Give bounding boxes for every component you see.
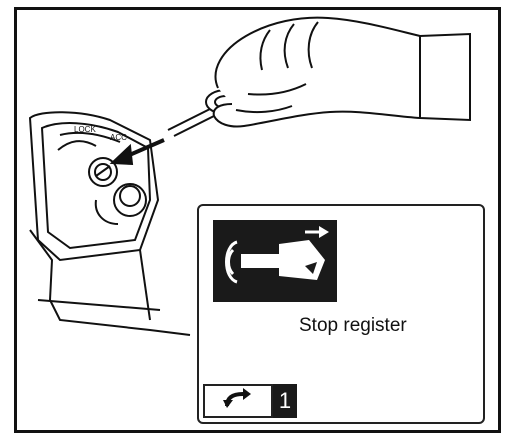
step-number: 1	[273, 384, 297, 418]
key-insert-arrow-icon	[213, 220, 337, 302]
stop-register-label: Stop register	[299, 315, 407, 337]
svg-text:ACC: ACC	[110, 133, 127, 142]
step-indicator: 1	[203, 384, 297, 418]
status-panel: Stop register 1	[197, 204, 485, 424]
svg-text:LOCK: LOCK	[74, 125, 96, 134]
return-arrow-icon[interactable]	[203, 384, 273, 418]
